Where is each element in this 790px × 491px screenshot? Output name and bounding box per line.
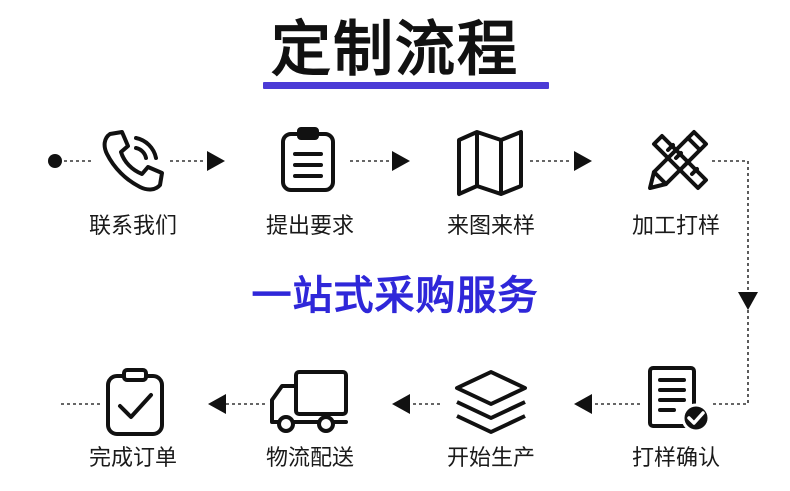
start-dot [48,154,62,168]
arrow-right-1 [207,151,225,171]
step-label-sampling: 加工打样 [631,214,720,239]
clipboard-icon [271,124,345,198]
map-icon [453,124,527,198]
arrow-left-3 [208,394,226,414]
phone-icon [96,124,170,198]
arrow-right-3 [574,151,592,171]
step-label-logistics: 物流配送 [265,446,354,471]
subtitle: 一站式采购服务 [251,273,539,319]
step-label-drawings: 来图来样 [446,214,535,239]
title-underline [263,82,549,89]
step-label-requirements: 提出要求 [265,214,354,239]
arrow-right-2 [392,151,410,171]
step-label-production: 开始生产 [446,446,535,471]
step-label-contact: 联系我们 [88,214,177,239]
clipboard-check-icon [98,366,172,440]
step-label-sample-confirm: 打样确认 [631,446,720,471]
step-label-complete-order: 完成订单 [88,446,177,471]
title-block: 定制流程 [0,10,790,96]
arrow-left-1 [574,394,592,414]
page-title: 定制流程 [271,15,519,85]
arrow-left-2 [392,394,410,414]
pencil-ruler-icon [640,124,714,198]
layers-icon [451,366,531,440]
arrow-down [738,292,758,310]
document-check-icon [640,362,714,436]
truck-icon [268,366,350,440]
